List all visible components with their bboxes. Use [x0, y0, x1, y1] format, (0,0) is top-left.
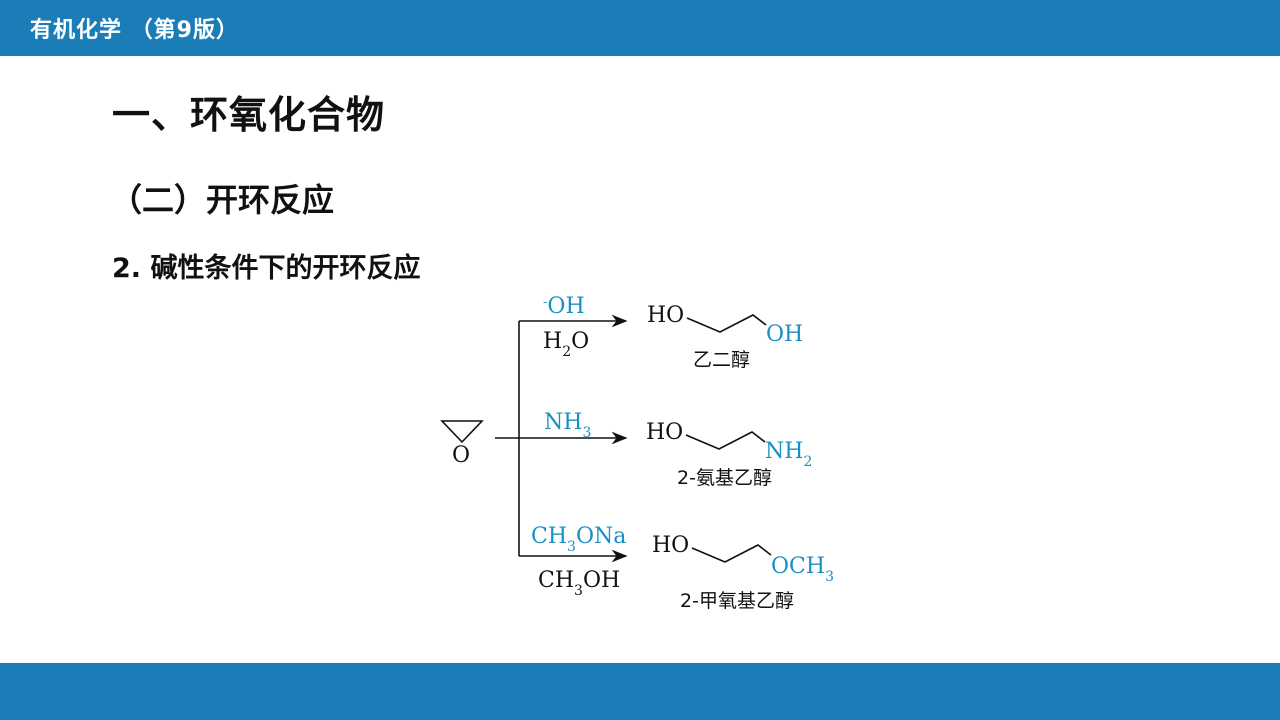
product-2-right-group: NH2 — [765, 439, 812, 470]
product-3-left-group: HO — [652, 533, 689, 558]
course-title: 有机化学 （第9版） — [30, 18, 239, 43]
header-bar: 有机化学 （第9版） — [0, 0, 1280, 56]
reagent-water: H2O — [543, 329, 589, 360]
footer-bar — [0, 663, 1280, 720]
section-heading: 2. 碱性条件下的开环反应 — [112, 253, 421, 284]
product-1-name: 乙二醇 — [693, 349, 750, 371]
product-2-name: 2-氨基乙醇 — [677, 467, 772, 489]
reaction-scheme-svg: O -OH H2O NH3 CH3ONa CH3OH HO OH 乙二醇 HO … — [440, 294, 834, 612]
reagent-methanol: CH3OH — [538, 568, 620, 599]
epoxide-oxygen: O — [452, 443, 470, 468]
product-3-right-group: OCH3 — [771, 554, 834, 585]
reagent-sodium-methoxide: CH3ONa — [531, 524, 626, 555]
slide-subtitle: （二）开环反应 — [110, 181, 335, 219]
epoxide-structure: O — [440, 420, 484, 468]
slide-title: 一、环氧化合物 — [112, 93, 386, 137]
product-aminoethanol: HO NH2 2-氨基乙醇 — [646, 420, 812, 489]
product-2-left-group: HO — [646, 420, 683, 445]
reaction-diagram: O -OH H2O NH3 CH3ONa CH3OH HO OH 乙二醇 HO … — [430, 285, 860, 625]
reaction-arrows — [495, 314, 628, 563]
reagent-ammonia: NH3 — [544, 410, 591, 441]
product-1-right-group: OH — [766, 322, 803, 347]
reagent-hydroxide: -OH — [543, 294, 585, 319]
product-1-left-group: HO — [647, 303, 684, 328]
product-methoxyethanol: HO OCH3 2-甲氧基乙醇 — [652, 533, 834, 612]
product-ethylene-glycol: HO OH 乙二醇 — [647, 303, 803, 371]
product-3-name: 2-甲氧基乙醇 — [680, 590, 794, 612]
